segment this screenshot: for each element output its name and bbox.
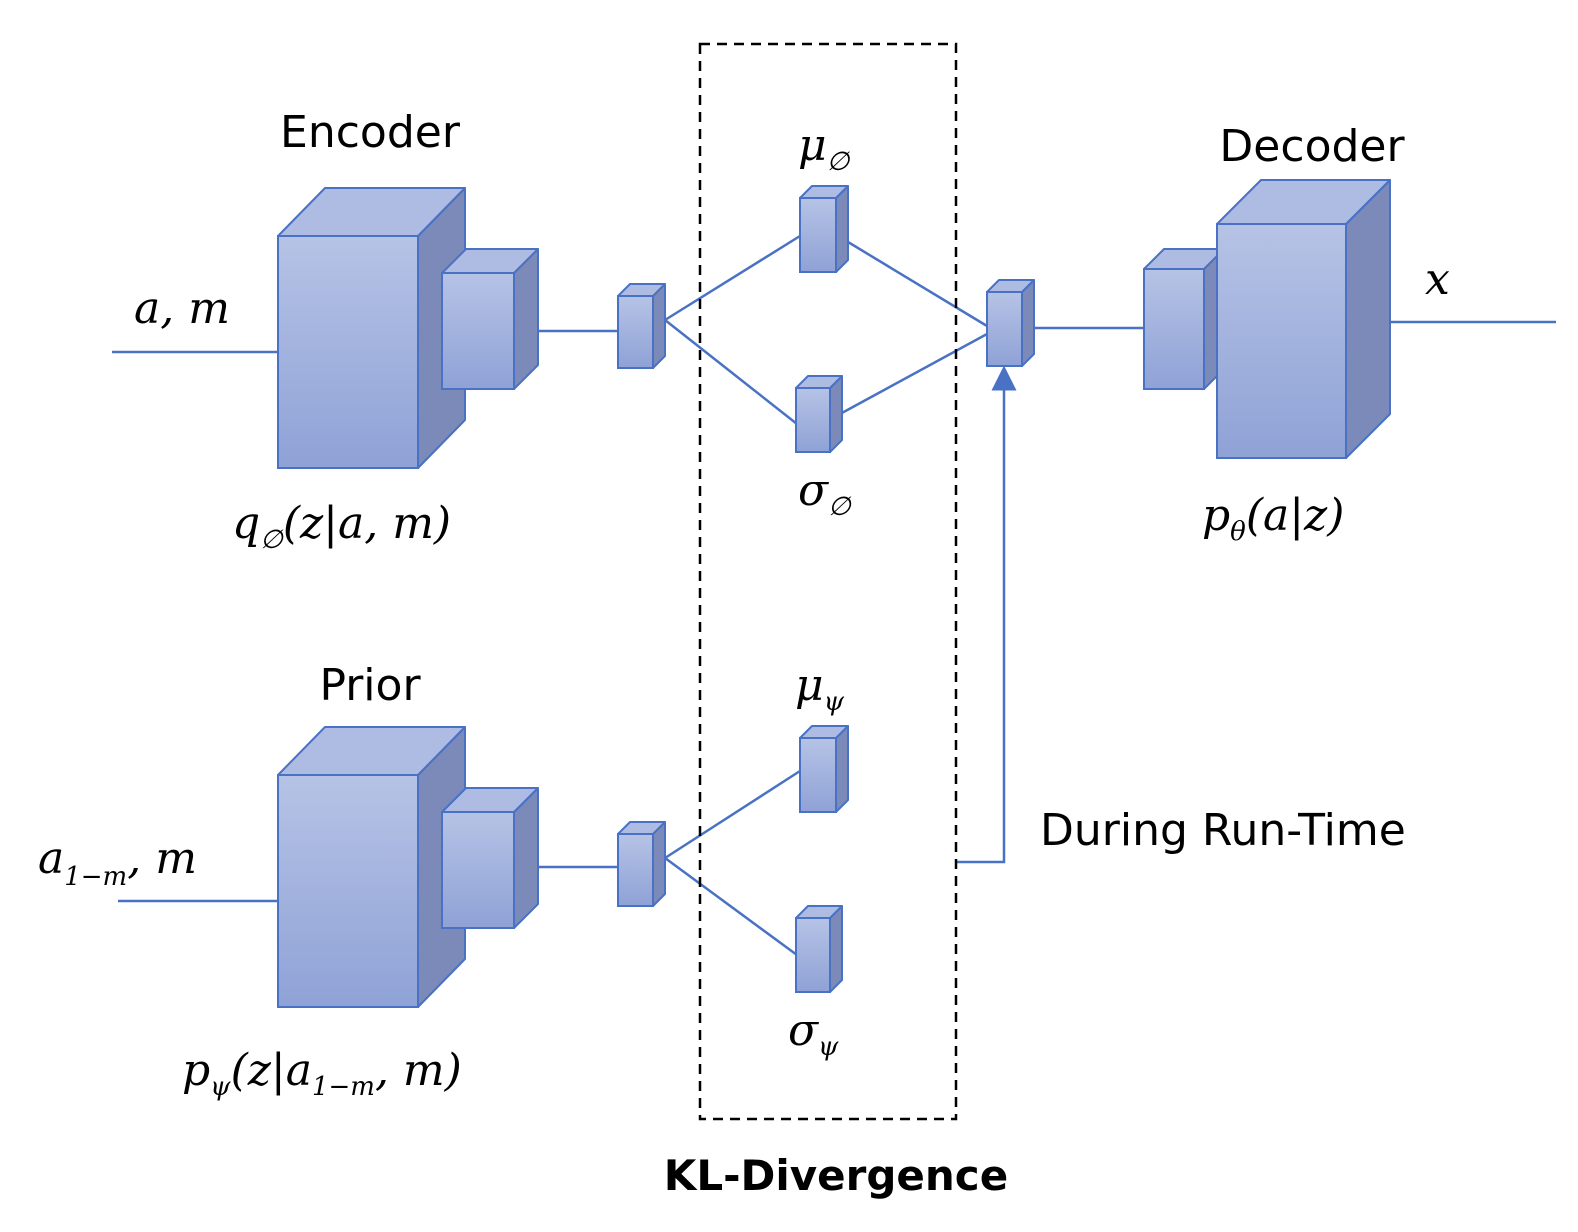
encoder-latent-block xyxy=(617,283,666,369)
encoder-dist-subscript: ∅ xyxy=(260,525,284,555)
connection-wires xyxy=(112,234,1556,957)
encoder-latent-block-front-face xyxy=(617,295,654,369)
decoder-output-label: x xyxy=(1425,254,1450,305)
prior-distribution-label: pψ(z|a1−m, m) xyxy=(182,1045,462,1102)
mu-phi-block-side-face xyxy=(835,185,849,273)
mu-phi-subscript: ∅ xyxy=(827,147,851,177)
latent-to-mu-phi-wire xyxy=(664,234,801,322)
z-latent-block-front-face xyxy=(986,291,1023,367)
kl-divergence-box xyxy=(698,42,958,1121)
prior-large-block-front-face xyxy=(277,774,419,1008)
network-blocks xyxy=(277,179,1391,1008)
decoder-distribution-label: pθ(a|z) xyxy=(1202,490,1344,547)
sigma-psi-block xyxy=(795,905,843,993)
sigma-psi-base: σ xyxy=(788,1005,820,1056)
mu-psi-subscript: ψ xyxy=(824,687,845,717)
sigma-phi-block xyxy=(795,375,843,453)
decoder-dist-subscript: θ xyxy=(1230,517,1246,547)
mu-psi-block-side-face xyxy=(835,725,849,813)
prior-latent-block xyxy=(617,821,666,907)
encoder-distribution-label: q∅(z|a, m) xyxy=(232,498,451,555)
decoder-label: Decoder xyxy=(1219,121,1405,172)
prior-small-block xyxy=(441,787,539,929)
encoder-dist-rest: (z|a, m) xyxy=(283,498,451,549)
prior-dist-mid: (z|a xyxy=(231,1045,312,1096)
encoder-latent-block-side-face xyxy=(652,283,666,369)
prior-dist-subscript-2: 1−m xyxy=(312,1072,375,1102)
prior-dist-p: p xyxy=(182,1045,210,1096)
sigma-phi-to-z-wire xyxy=(839,332,988,416)
encoder-large-block-front-face xyxy=(277,235,419,469)
mu-psi-block xyxy=(799,725,849,813)
during-runtime-label: During Run-Time xyxy=(1040,805,1406,856)
encoder-dist-q: q xyxy=(232,498,260,549)
sigma-psi-block-front-face xyxy=(795,917,831,993)
z-latent-block xyxy=(986,279,1035,367)
latent-to-sigma-phi-wire xyxy=(664,319,798,425)
prior-input-rest: , m xyxy=(127,833,197,884)
prior-input-subscript: 1−m xyxy=(64,862,127,892)
mu-psi-label: μψ xyxy=(795,660,845,717)
decoder-large-block-side-face xyxy=(1345,179,1391,459)
encoder-label: Encoder xyxy=(280,107,461,158)
prior-input-label: a1−m, m xyxy=(38,833,197,892)
prior-dist-rest: , m) xyxy=(375,1045,462,1096)
encoder-small-block-front-face xyxy=(441,272,515,390)
encoder-small-block xyxy=(441,248,539,390)
mu-phi-block xyxy=(799,185,849,273)
encoder-input-label: a, m xyxy=(134,283,230,334)
encoder-large-block xyxy=(277,187,466,469)
prior-latent-to-mu-psi-wire xyxy=(664,769,801,860)
sigma-psi-block-side-face xyxy=(829,905,843,993)
prior-small-block-front-face xyxy=(441,811,515,929)
decoder-small-block-front-face xyxy=(1143,268,1205,390)
decoder-large-block xyxy=(1216,179,1391,459)
prior-input-base: a xyxy=(38,833,64,884)
mu-phi-block-front-face xyxy=(799,197,837,273)
decoder-dist-rest: (a|z) xyxy=(1246,490,1345,541)
kl-divergence-label: KL-Divergence xyxy=(664,1151,1008,1200)
mu-phi-to-z-wire xyxy=(847,240,988,328)
decoder-dist-p: p xyxy=(1202,490,1230,541)
sigma-phi-subscript: ∅ xyxy=(828,492,852,522)
mu-psi-base: μ xyxy=(795,660,824,711)
prior-large-block xyxy=(277,726,466,1008)
sigma-psi-label: σψ xyxy=(788,1005,839,1062)
prior-latent-block-front-face xyxy=(617,833,654,907)
decoder-large-block-front-face xyxy=(1216,223,1347,459)
sigma-psi-subscript: ψ xyxy=(818,1032,839,1062)
decoder-small-block xyxy=(1143,248,1225,390)
mu-phi-label: μ∅ xyxy=(798,120,851,177)
mu-phi-base: μ xyxy=(798,120,827,171)
sigma-phi-block-front-face xyxy=(795,387,831,453)
sigma-phi-base: σ xyxy=(798,465,830,516)
sigma-phi-label: σ∅ xyxy=(798,465,852,522)
prior-label: Prior xyxy=(319,660,421,711)
prior-latent-block-side-face xyxy=(652,821,666,907)
z-latent-block-side-face xyxy=(1021,279,1035,367)
mu-psi-block-front-face xyxy=(799,737,837,813)
prior-dist-subscript: ψ xyxy=(210,1072,231,1102)
prior-latent-to-sigma-psi-wire xyxy=(664,856,798,957)
runtime-arrow xyxy=(957,365,1017,864)
